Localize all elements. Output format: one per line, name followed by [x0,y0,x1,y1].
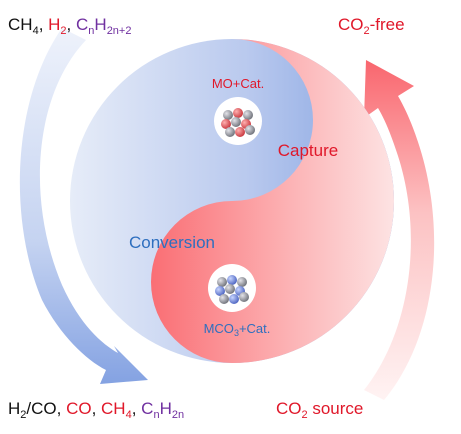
products-label: H2/CO, CO, CH4, CnH2n [8,399,184,421]
capture-label: Capture [278,141,338,160]
catalyst-cluster-top [214,97,262,145]
catalyst-cluster-icon [215,275,249,304]
co2-free-label: CO2-free [338,15,405,37]
conversion-cycle-arrow [19,28,148,384]
mco3-cat-label: MCO3+Cat. [204,321,271,338]
feedstock-label: CH4, H2, CnH2n+2 [8,15,131,37]
mo-cat-label: MO+Cat. [212,76,264,91]
catalyst-cluster-icon [221,108,255,137]
catalyst-cluster-bottom [208,264,256,312]
conversion-label: Conversion [129,233,215,252]
capture-cycle-arrow [364,60,435,400]
co2-source-label: CO2 source [276,399,363,421]
